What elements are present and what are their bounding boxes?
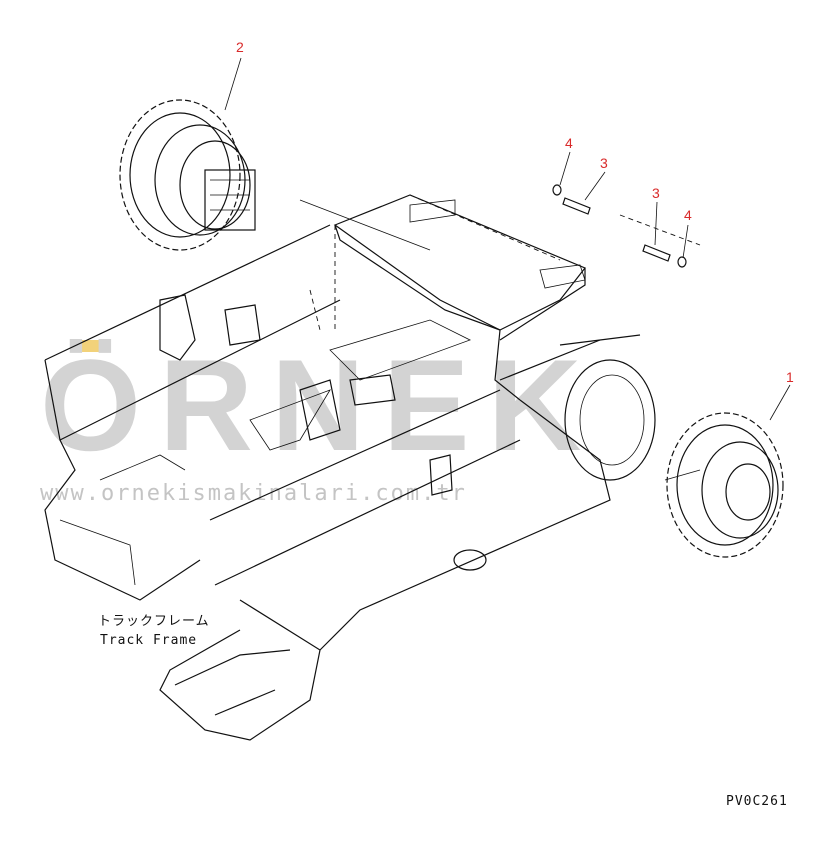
watermark-url: www.ornekismakinalari.com.tr [40, 481, 467, 506]
final-drive-1 [664, 412, 784, 558]
washer-4b [677, 256, 687, 268]
callout-4-upper: 4 [565, 135, 573, 151]
fasteners [552, 184, 701, 268]
track-frame-label-jp: トラックフレーム [98, 614, 210, 629]
bolt-3b [642, 244, 671, 262]
drawing-code: PV0C261 [726, 794, 788, 809]
washer-4a [552, 184, 562, 196]
leader-lines [224, 57, 791, 421]
callout-2: 2 [236, 39, 244, 55]
callout-3-lower: 3 [652, 185, 660, 201]
bolt-3a [562, 197, 591, 215]
track-frame [44, 194, 656, 741]
watermark: ÖRNEK www.ornekismakinalari.com.tr [40, 332, 599, 506]
final-drive-2 [119, 99, 256, 251]
track-frame-label-en: Track Frame [100, 633, 197, 648]
watermark-accent [78, 340, 108, 352]
callout-4-lower: 4 [684, 207, 692, 223]
callout-1: 1 [786, 369, 794, 385]
callout-3-upper: 3 [600, 155, 608, 171]
watermark-logo: ÖRNEK [40, 332, 599, 478]
